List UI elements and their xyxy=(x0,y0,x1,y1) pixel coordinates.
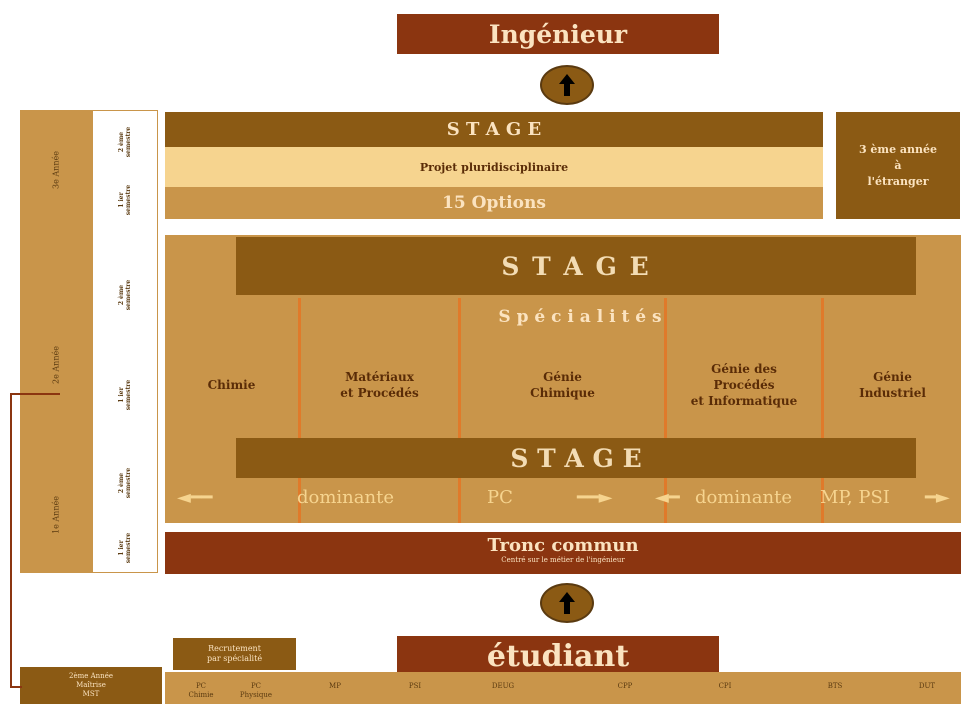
year-column xyxy=(20,110,92,573)
connector-line xyxy=(10,393,12,688)
semester-1-2: 2 ème semestre xyxy=(118,467,132,498)
dominante-mp-label: MP, PSI xyxy=(820,487,890,508)
middle-stage-top: S T A G E xyxy=(236,237,916,295)
semester-1-1: 1 ier semestre xyxy=(118,532,132,563)
item-cpi: CPI xyxy=(718,682,732,690)
item-cpp: CPP xyxy=(617,682,633,690)
left-arrow-icon: ◄━━ xyxy=(177,487,213,508)
specialite-materiaux: Matériaux et Procédés xyxy=(340,370,419,400)
third-year-stage: S T A G E xyxy=(165,112,823,147)
semester-3-2: 2 ème semestre xyxy=(118,126,132,158)
semester-column xyxy=(92,110,158,573)
tronc-commun-title: Tronc commun xyxy=(487,535,639,556)
year-3e: 3e Année xyxy=(51,151,61,189)
right-arrow-icon: ━► xyxy=(925,487,950,508)
dominante-row: ◄━━ dominante PC ━━► ◄━ dominante MP, PS… xyxy=(165,485,961,515)
ingenieur-label: Ingénieur xyxy=(488,19,628,49)
right-arrow-icon: ━━► xyxy=(577,487,613,508)
recruitment-bar xyxy=(165,672,961,704)
divider-2 xyxy=(458,298,461,523)
up-arrow-icon xyxy=(540,65,594,105)
item-mp: MP xyxy=(329,682,341,690)
etudiant-banner: étudiant xyxy=(397,636,719,676)
connector-line-top xyxy=(10,393,60,395)
year-1e: 1e Année xyxy=(51,496,61,534)
specialites-title: S p é c i a l i t é s xyxy=(498,307,662,327)
left-arrow-icon: ◄━ xyxy=(655,487,680,508)
tronc-commun-subtitle: Centré sur le métier de l'ingénieur xyxy=(501,556,625,564)
dominante-left-label: dominante xyxy=(297,487,394,508)
second-year-box: 2ème Année Maîtrise MST xyxy=(20,667,162,704)
item-dut: DUT xyxy=(918,682,936,690)
divider-1 xyxy=(298,298,301,523)
project-bar: Projet pluridisciplinaire xyxy=(165,147,823,187)
item-deug: DEUG xyxy=(491,682,515,690)
abroad-box: 3 ème année à l'étranger xyxy=(836,112,960,219)
specialite-genie-procedes: Génie des Procédés et Informatique xyxy=(690,362,798,408)
divider-3 xyxy=(664,298,667,523)
connector-line-bottom xyxy=(10,686,22,688)
dominante-pc-label: PC xyxy=(487,487,513,508)
semester-3-1: 1 ier semestre xyxy=(118,184,132,216)
semester-2-1: 1 ier semestre xyxy=(118,379,132,411)
specialite-genie-chimique: Génie Chimique xyxy=(530,370,595,400)
specialite-chimie: Chimie xyxy=(207,378,256,392)
ingenieur-banner: Ingénieur xyxy=(397,14,719,54)
divider-4 xyxy=(821,298,824,523)
item-pc-physique: PC Physique xyxy=(239,682,273,699)
item-psi: PSI xyxy=(408,682,422,690)
options-bar: 15 Options xyxy=(165,187,823,219)
dominante-right-label: dominante xyxy=(695,487,792,508)
item-bts: BTS xyxy=(827,682,843,690)
up-arrow-icon xyxy=(540,583,594,623)
item-pc-chimie: PC Chimie xyxy=(188,682,214,699)
recruitment-label: Recrutement par spécialité xyxy=(173,638,296,670)
tronc-commun-bar: Tronc commun Centré sur le métier de l'i… xyxy=(165,532,961,574)
year-2e: 2e Année xyxy=(51,346,61,384)
middle-stage-bottom: S T A G E xyxy=(236,438,916,478)
specialite-genie-industriel: Génie Industriel xyxy=(859,370,926,400)
semester-2-2: 2 ème semestre xyxy=(118,279,132,311)
